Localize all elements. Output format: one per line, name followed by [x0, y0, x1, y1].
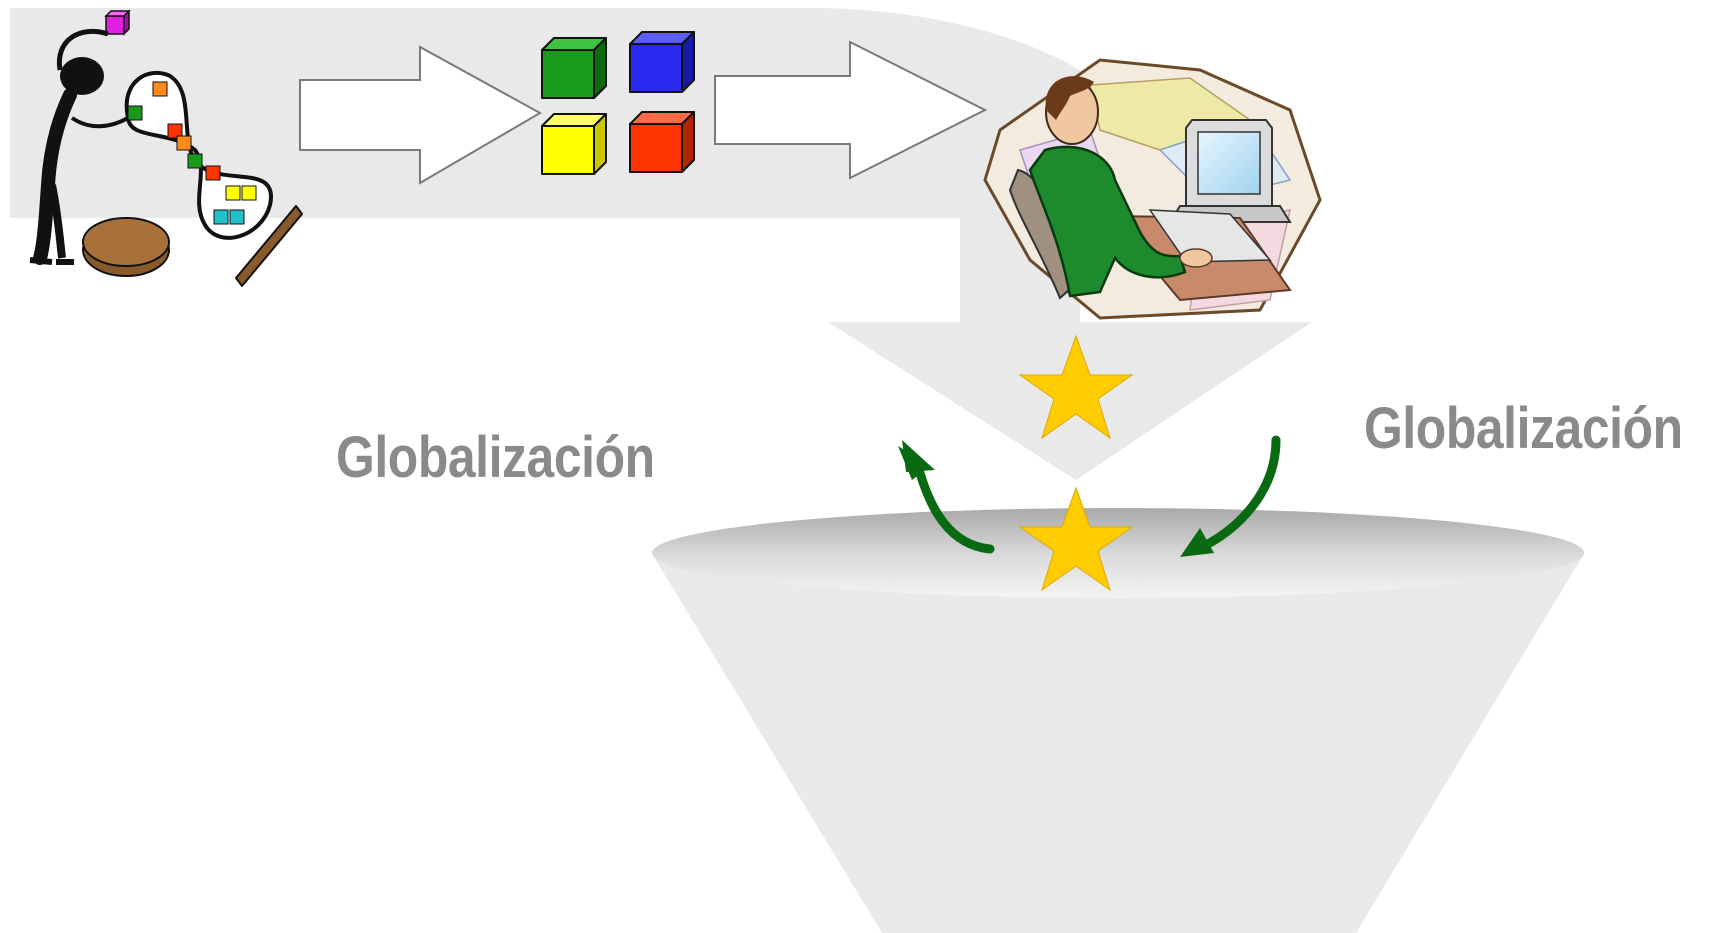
flow-arrow-1: [299, 45, 543, 185]
craftsperson-icon: [29, 9, 303, 287]
star-icon: [1018, 486, 1134, 592]
red-cube-icon: [629, 111, 695, 173]
funnel-rim: [652, 508, 1584, 598]
globalization-label-right: Globalización: [1364, 396, 1683, 461]
blue-cube-icon: [629, 31, 695, 93]
globalization-label-left: Globalización: [336, 425, 655, 490]
star-icon: [1018, 334, 1134, 440]
green-cube-icon: [541, 37, 607, 99]
flow-arrow-2: [714, 40, 988, 180]
circular-arrows-icon: [898, 435, 1281, 557]
cube-grid-icon: [541, 31, 695, 175]
funnel: [654, 557, 1582, 933]
office-worker-icon: [983, 58, 1322, 320]
yellow-cube-icon: [541, 113, 607, 175]
